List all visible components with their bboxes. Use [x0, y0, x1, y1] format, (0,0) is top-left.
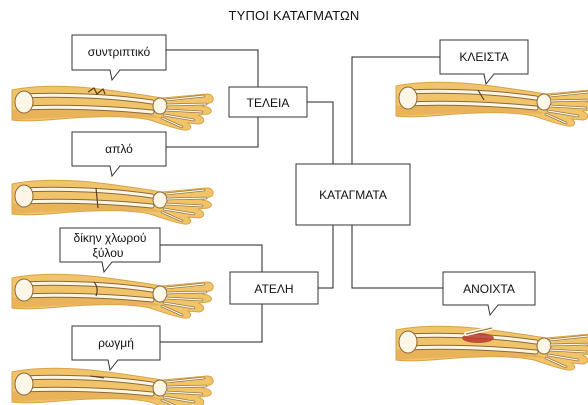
label-kleista: ΚΛΕΙΣΤΑ [440, 40, 528, 84]
arm-illustration-kleista [396, 82, 588, 126]
group-teleia: ΤΕΛΕΙΑ [229, 87, 307, 117]
label-syntriptiko-text: συντριπτικό [88, 45, 151, 59]
group-ateli-text: ΑΤΕΛΗ [254, 282, 293, 296]
arm-illustration-dikin-chlorou-xylou [12, 274, 213, 318]
central-node-text: ΚΑΤΑΓΜΑΤΑ [319, 188, 387, 202]
label-kleista-text: ΚΛΕΙΣΤΑ [459, 50, 508, 64]
label-anoixta-text: ΑΝΟΙΧΤΑ [463, 282, 515, 296]
arm-illustration-syntriptiko [12, 86, 213, 130]
label-dikin-line2: ξύλου [93, 246, 124, 260]
label-rogmi-text: ρωγμή [98, 336, 134, 350]
central-node-katagmata: ΚΑΤΑΓΜΑΤΑ [296, 164, 410, 225]
group-ateli: ΑΤΕΛΗ [230, 272, 318, 304]
arm-illustration-anoixta [396, 326, 588, 370]
label-dikin-chlorou-xylou: δίκην χλωρού ξύλου [60, 228, 160, 272]
label-dikin-line1: δίκην χλωρού [74, 231, 147, 245]
label-syntriptiko: συντριπτικό [72, 35, 166, 80]
label-rogmi: ρωγμή [72, 326, 160, 370]
group-teleia-text: ΤΕΛΕΙΑ [247, 96, 290, 110]
label-aplo: απλό [72, 132, 166, 176]
arm-illustration-aplo [12, 180, 213, 224]
label-anoixta: ΑΝΟΙΧΤΑ [443, 272, 535, 315]
label-aplo-text: απλό [105, 142, 133, 156]
arm-illustration-rogmi [12, 368, 213, 405]
